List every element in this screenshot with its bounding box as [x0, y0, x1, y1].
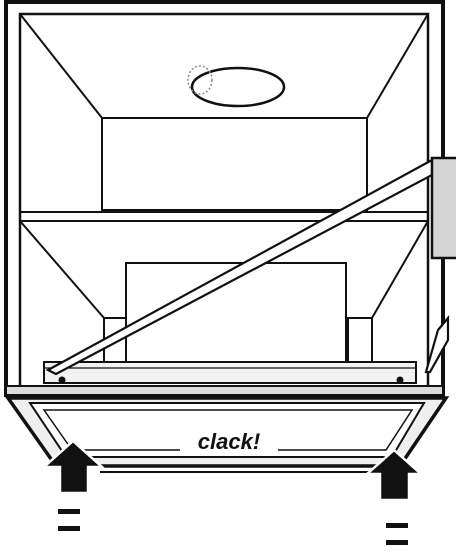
screw-left	[58, 376, 66, 384]
filter-rail	[5, 361, 444, 396]
round-opening	[187, 65, 286, 108]
up-arrow-icon	[363, 448, 425, 545]
upper-compartment	[19, 13, 429, 211]
up-arrow-icon	[40, 439, 106, 531]
sound-label-background	[180, 426, 278, 454]
sound-label: clack!	[198, 429, 260, 454]
screw-right	[396, 376, 404, 384]
callout-box	[430, 156, 456, 260]
